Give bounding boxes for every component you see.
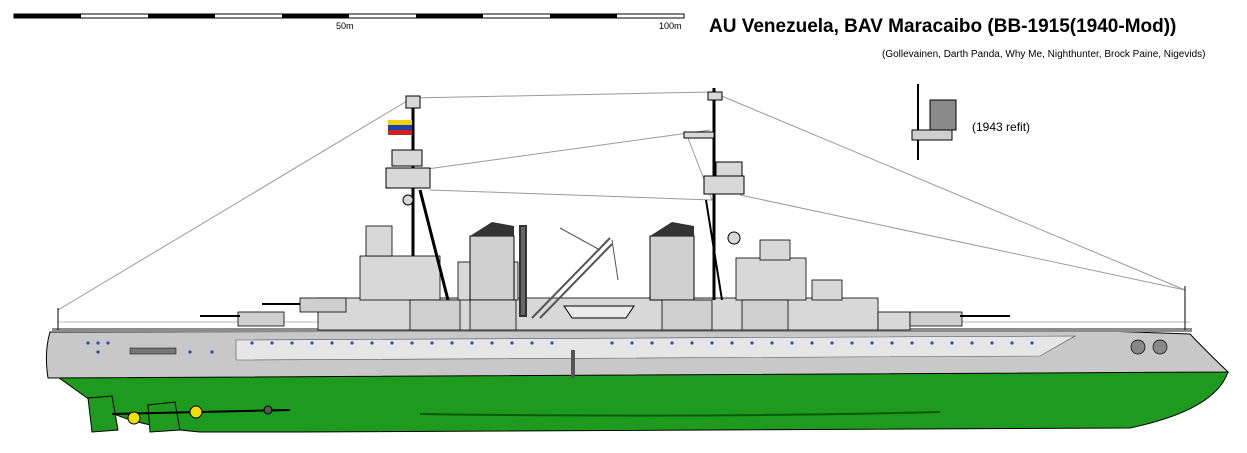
drawing-title: AU Venezuela, BAV Maracaibo (BB-1915(194… bbox=[709, 16, 1177, 37]
venezuela-flag-icon bbox=[388, 120, 412, 135]
portholes bbox=[86, 341, 1034, 354]
scale-label-100m: 100m bbox=[659, 21, 682, 31]
propeller-icon bbox=[189, 405, 203, 419]
refit-inset-mast bbox=[911, 84, 957, 160]
scale-bar bbox=[13, 13, 685, 19]
foremast bbox=[385, 95, 450, 301]
scale-label-50m: 50m bbox=[336, 21, 354, 31]
bilge-keel bbox=[419, 411, 941, 417]
main-gun-turrets bbox=[200, 297, 1010, 331]
funnels bbox=[469, 222, 695, 301]
boat-crane bbox=[519, 225, 619, 319]
underwater-hull bbox=[46, 369, 1229, 433]
anchor-icon bbox=[1130, 339, 1168, 355]
credits-line: (Gollevainen, Darth Panda, Why Me, Night… bbox=[882, 49, 1206, 60]
mainmast bbox=[683, 88, 745, 301]
refit-caption: (1943 refit) bbox=[972, 120, 1031, 134]
ships-boat bbox=[563, 305, 635, 319]
rigging-lines bbox=[57, 91, 1186, 311]
stern-gear bbox=[87, 395, 291, 433]
propeller-icon bbox=[127, 411, 141, 425]
